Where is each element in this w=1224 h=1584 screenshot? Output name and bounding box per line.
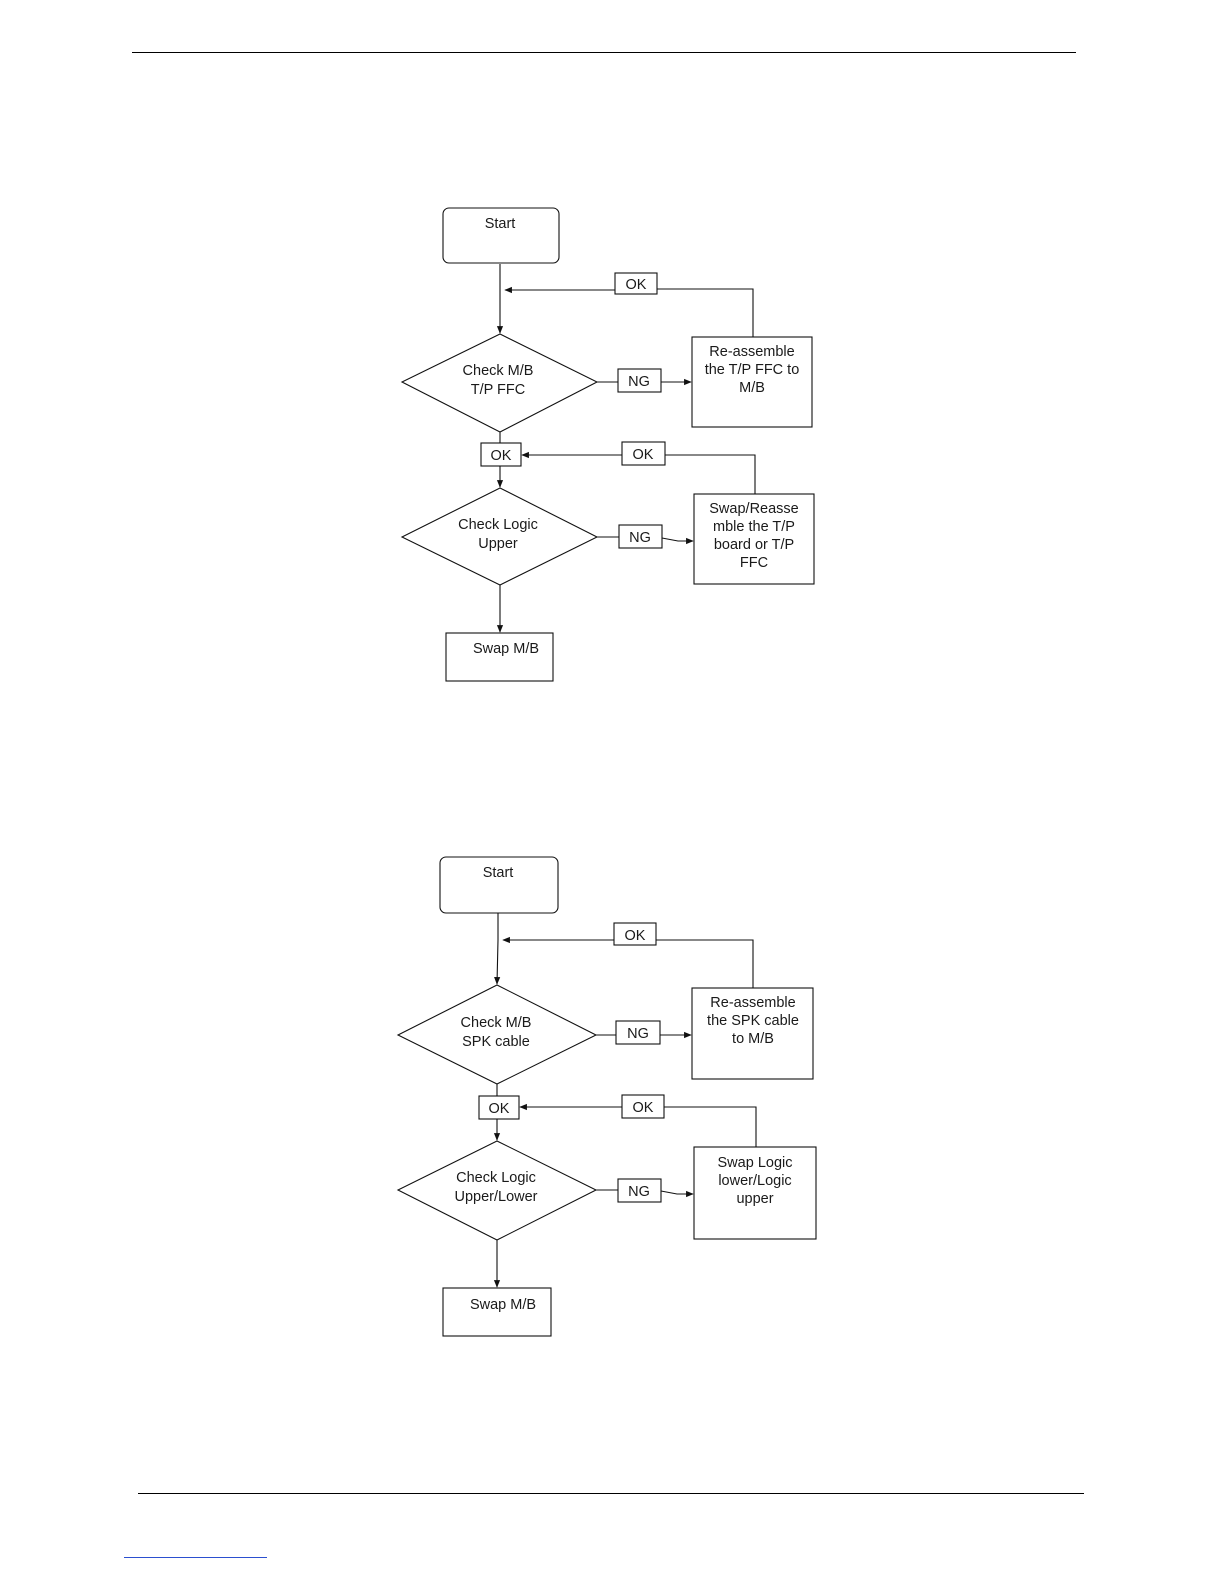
ok-label: OK [633, 1100, 654, 1116]
ok-label: OK [626, 277, 647, 293]
flowchart-speaker: Start Check M/B SPK cable OK NG Re-assem… [398, 857, 816, 1336]
fix1-line3: M/B [739, 380, 765, 396]
fix1-line3: to M/B [732, 1031, 774, 1047]
decision-check2-line1: Check Logic [458, 517, 538, 533]
footer-rule [138, 1493, 1084, 1494]
ok-label: OK [625, 928, 646, 944]
decision-check1-line2: T/P FFC [471, 382, 526, 398]
fix2-line3: board or T/P [714, 537, 794, 553]
start-label: Start [483, 865, 514, 881]
decision-check1-line2: SPK cable [462, 1034, 530, 1050]
decision-check2-line2: Upper [478, 536, 518, 552]
connector-fix1-up [657, 289, 753, 337]
connector-ng-to-fix2 [661, 1191, 693, 1194]
footer-link-underline[interactable] [124, 1557, 267, 1558]
decision-check1-line1: Check M/B [463, 363, 534, 379]
end-label: Swap M/B [470, 1297, 536, 1313]
fix1-line1: Re-assemble [709, 344, 794, 360]
decision-check2-line1: Check Logic [456, 1170, 536, 1186]
ng-label: NG [628, 1184, 650, 1200]
fix1-line2: the T/P FFC to [705, 362, 800, 378]
connector-fix2-up [665, 455, 755, 494]
ng-label: NG [629, 530, 651, 546]
connector-ng-to-fix2 [662, 538, 693, 541]
fix1-line2: the SPK cable [707, 1013, 799, 1029]
ok-label: OK [491, 448, 512, 464]
end-label: Swap M/B [473, 641, 539, 657]
fix2-line4: FFC [740, 555, 768, 571]
fix2-line2: lower/Logic [718, 1173, 791, 1189]
flowchart-touchpad: Start Check M/B T/P FFC OK NG Re-assembl… [402, 208, 814, 681]
fix2-line3: upper [736, 1191, 773, 1207]
connector-fix2-up [664, 1107, 756, 1147]
fix1-line1: Re-assemble [710, 995, 795, 1011]
start-label: Start [485, 216, 516, 232]
ok-label: OK [633, 447, 654, 463]
decision-check1-line1: Check M/B [461, 1015, 532, 1031]
decision-check2-line2: Upper/Lower [454, 1189, 537, 1205]
fix2-line1: Swap Logic [718, 1155, 793, 1171]
ok-label: OK [489, 1101, 510, 1117]
fix2-line1: Swap/Reasse [709, 501, 798, 517]
ng-label: NG [627, 1026, 649, 1042]
ng-label: NG [628, 374, 650, 390]
connector-start-to-check1 [497, 913, 498, 984]
connector-fix1-up [656, 940, 753, 988]
fix2-line2: mble the T/P [713, 519, 795, 535]
